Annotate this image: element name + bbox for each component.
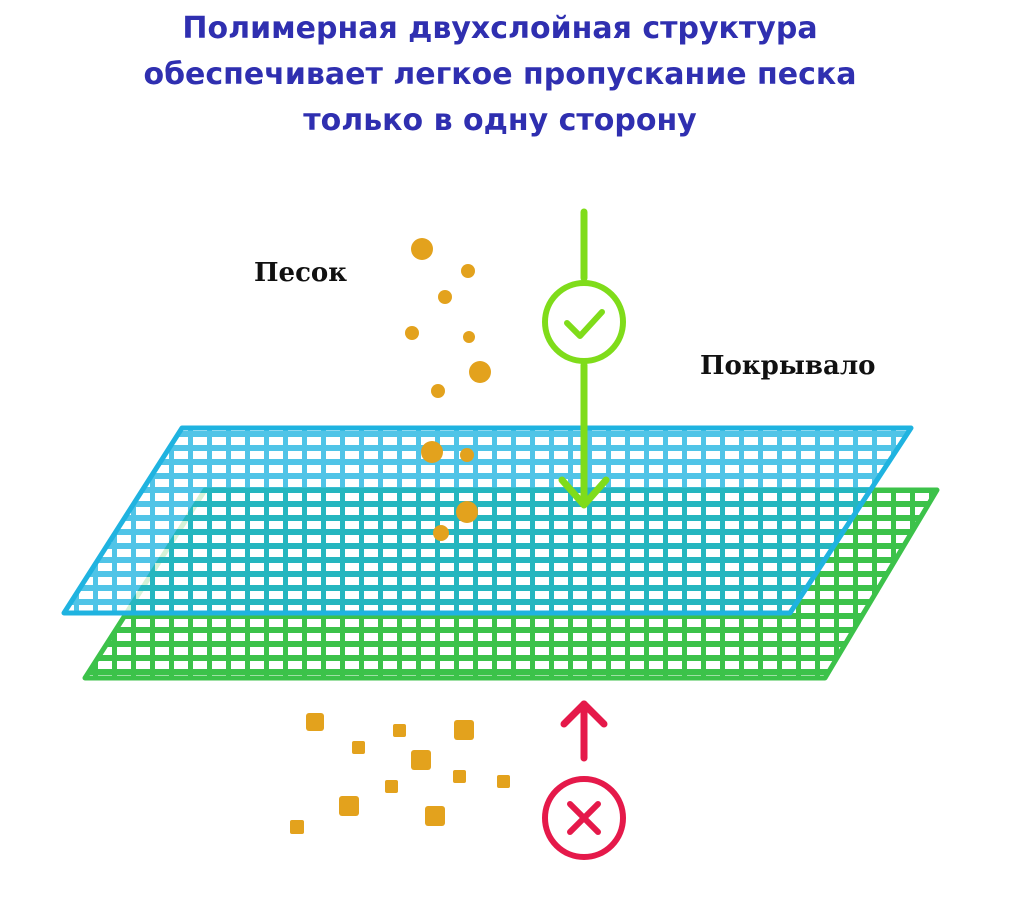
diagram-title: Полимерная двухслойная структура обеспеч… [0, 6, 1000, 144]
sand-grain [339, 796, 359, 816]
sand-grain [352, 741, 365, 754]
sand-grain [497, 775, 510, 788]
sand-grain [438, 290, 452, 304]
sand-grains-top [405, 238, 491, 541]
sand-grain [454, 720, 474, 740]
sand-grain [463, 331, 475, 343]
sand-grain [411, 238, 433, 260]
cross-icon [542, 776, 626, 860]
blocked-direction-arrow [560, 700, 608, 762]
sand-grain [453, 770, 466, 783]
sand-grain [461, 264, 475, 278]
allowed-direction-arrow [558, 208, 610, 509]
sand-grain [456, 501, 478, 523]
sand-grain [411, 750, 431, 770]
sand-grain [421, 441, 443, 463]
top-mesh-layer [61, 425, 914, 616]
cover-label: Покрывало [700, 351, 876, 381]
sand-grain [469, 361, 491, 383]
title-line-2: обеспечивает легкое пропускание песка [143, 57, 857, 92]
check-icon [542, 280, 626, 364]
sand-grain [385, 780, 398, 793]
sand-grain [425, 806, 445, 826]
sand-grain [460, 448, 474, 462]
sand-grains-bottom [290, 713, 510, 834]
title-line-1: Полимерная двухслойная структура [182, 11, 818, 46]
sand-grain [433, 525, 449, 541]
title-line-3: только в одну сторону [303, 103, 697, 138]
sand-grain [393, 724, 406, 737]
sand-grain [431, 384, 445, 398]
sand-grain [405, 326, 419, 340]
sand-grain [290, 820, 304, 834]
sand-grain [306, 713, 324, 731]
sand-label: Песок [254, 258, 348, 288]
